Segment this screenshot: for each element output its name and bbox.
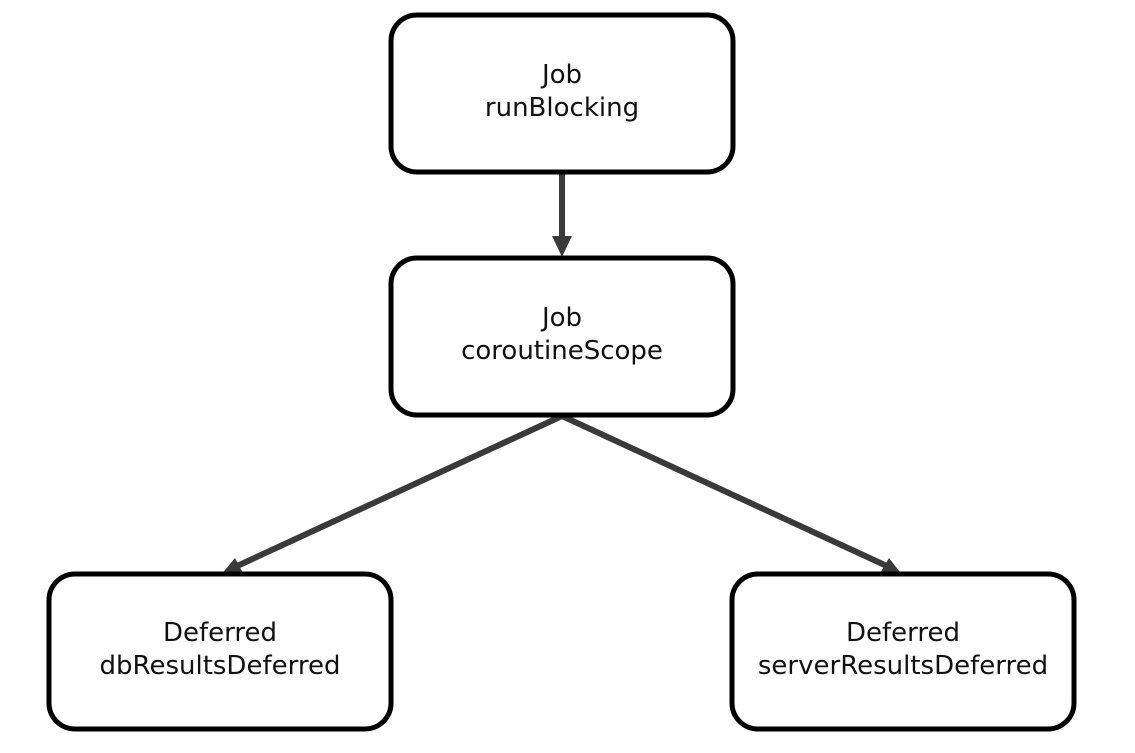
node-type-label: Job <box>540 303 582 333</box>
edge-runblocking-to-coroutinescope <box>552 172 572 257</box>
node-type-label: Job <box>540 60 582 90</box>
node-type-label: Deferred <box>163 618 277 648</box>
node-coroutinescope: Job coroutineScope <box>388 255 736 418</box>
edge-coroutinescope-to-serverresults <box>560 413 903 576</box>
node-serverresultsdeferred: Deferred serverResultsDeferred <box>729 571 1077 732</box>
edge-coroutinescope-to-dbresults <box>220 413 564 576</box>
node-dbresultsdeferred: Deferred dbResultsDeferred <box>46 571 394 732</box>
node-name-label: serverResultsDeferred <box>758 651 1048 681</box>
node-name-label: dbResultsDeferred <box>100 651 341 681</box>
node-type-label: Deferred <box>846 618 960 648</box>
node-name-label: runBlocking <box>485 93 639 123</box>
arrowhead-icon <box>552 236 572 257</box>
node-name-label: coroutineScope <box>461 336 663 366</box>
node-runblocking: Job runBlocking <box>388 12 736 175</box>
